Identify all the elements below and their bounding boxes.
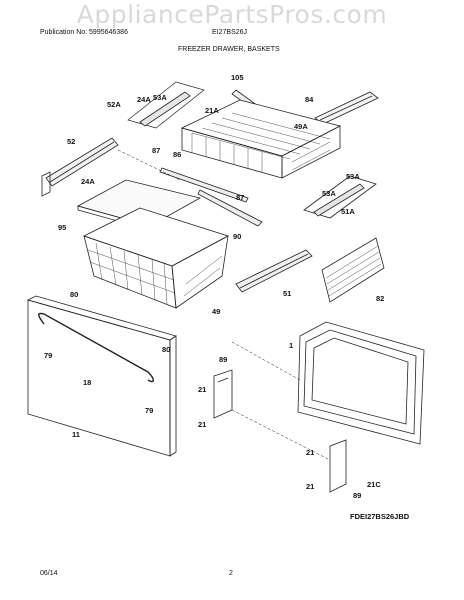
part-52A-slide-assembly [127,81,205,129]
label-105: 105 [231,73,244,82]
label-24A-2: 24A [81,177,95,186]
part-11-drawer-front [26,295,177,457]
label-80-2: 80 [162,345,171,354]
part-49A-upper-basket [180,99,342,179]
label-53A-2: 53A [346,172,360,181]
label-21: 21 [198,385,207,394]
label-95: 95 [58,223,67,232]
part-89-bracket [213,369,233,419]
label-21C: 21C [367,480,381,489]
label-52A: 52A [107,100,121,109]
page-title: FREEZER DRAWER, BASKETS [178,46,280,53]
label-21-3: 21 [306,448,315,457]
label-49: 49 [212,307,221,316]
label-79: 79 [44,351,53,360]
label-51: 51 [283,289,292,298]
label-87-2: 87 [236,193,245,202]
model-number: EI27BS26J [212,29,248,36]
label-24A: 24A [137,95,151,104]
footer-date: 06/14 [40,570,58,577]
label-90: 90 [233,232,242,241]
part-51A-slide-assembly [303,175,377,219]
label-53A-3: 53A [322,189,336,198]
label-53A: 53A [153,93,167,102]
label-52: 52 [67,137,76,146]
label-18: 18 [83,378,92,387]
label-80: 80 [70,290,79,299]
part-82-panel [321,237,385,303]
label-82: 82 [376,294,385,303]
label-89-2: 89 [353,491,362,500]
part-51-slide [235,249,313,293]
label-21-4: 21 [306,482,315,491]
label-79-2: 79 [145,406,154,415]
part-52-slide [41,137,119,197]
label-1: 1 [289,341,294,350]
label-86: 86 [173,150,182,159]
label-11: 11 [72,430,80,439]
footer-page-number: 2 [229,570,233,577]
watermark: AppliancePartsPros.com [76,0,388,29]
label-89: 89 [219,355,228,364]
label-49A: 49A [294,122,308,131]
label-21A: 21A [205,106,219,115]
part-1-gasket-frame [297,321,425,445]
part-89-bracket-2 [329,439,347,493]
label-21-2: 21 [198,420,207,429]
part-84-slide [314,91,379,125]
label-87: 87 [152,146,161,155]
label-51A: 51A [341,207,355,216]
label-84: 84 [305,95,314,104]
leader-lines [117,149,331,461]
part-49-lower-basket [82,207,230,309]
part-90-bar [197,189,263,227]
publication-number: Publication No: 5995646386 [40,29,128,36]
diagram-code: FDEI27BS26JBD [350,512,410,521]
